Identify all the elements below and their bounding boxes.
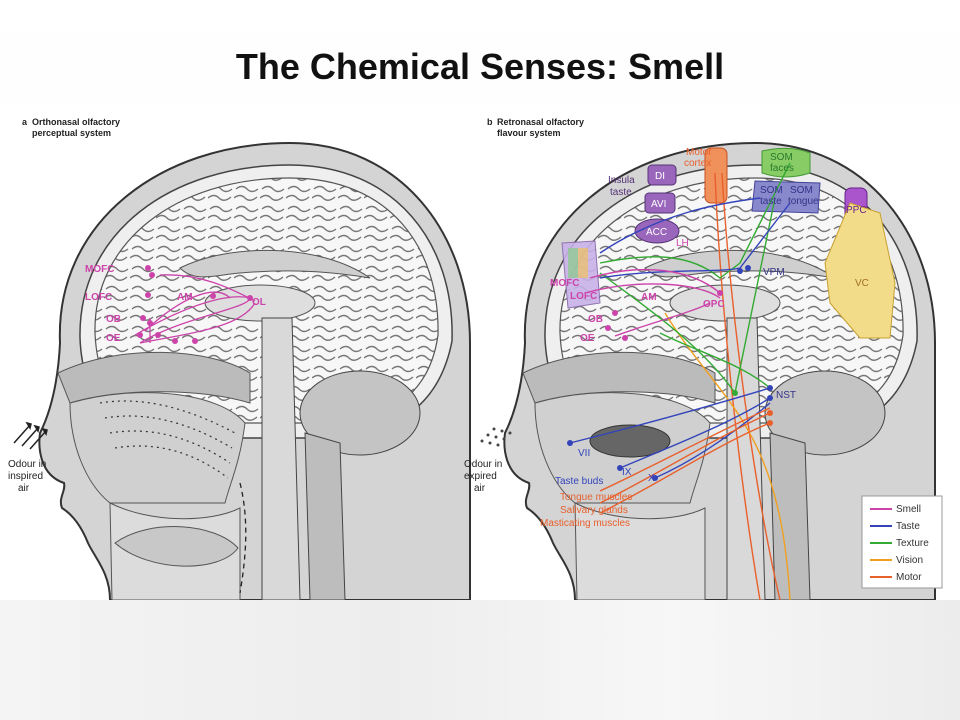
label-b-vpm: VPM (763, 267, 785, 278)
figure-image: a Orthonasal olfactory perceptual system… (0, 103, 960, 600)
panel-b-title-2: flavour system (497, 128, 561, 138)
label-b-somt-2: taste (760, 196, 782, 207)
label-b-ob: OB (588, 314, 603, 325)
panel-b-title-1: Retronasal olfactory (497, 117, 584, 127)
throat-airflow-a (239, 482, 247, 594)
label-b-di: DI (655, 171, 665, 182)
label-a-oe: OE (106, 333, 121, 344)
panel-a-title-2: perceptual system (32, 128, 111, 138)
label-b-oe: OE (580, 333, 595, 344)
label-b-taste-buds: Taste buds (555, 476, 603, 487)
label-b-motor-2: cortex (684, 158, 711, 169)
odour-b-line3: air (474, 483, 486, 494)
cerebellum-a (299, 370, 421, 456)
odour-b-line2: expired (464, 471, 497, 482)
label-b-somf-1: SOM (770, 152, 793, 163)
spine-a (304, 432, 346, 600)
odour-a-line1: Odour in (8, 459, 46, 470)
label-a-am: AM (177, 292, 193, 303)
label-b-insula-1: Insula (608, 175, 635, 186)
label-b-x: X (648, 473, 655, 484)
label-b-ix: IX (622, 467, 632, 478)
expired-air-dots (480, 427, 512, 447)
legend-label-smell: Smell (896, 504, 921, 515)
inspired-air-arrows (13, 421, 48, 450)
background-wash (0, 600, 960, 720)
smell-nodes-a (137, 265, 253, 344)
odour-b-line1: Odour in (464, 459, 502, 470)
label-b-somtg-1: SOM (790, 185, 813, 196)
label-b-somt-1: SOM (760, 185, 783, 196)
panel-b: b Retronasal olfactory flavour system Mo… (464, 117, 943, 600)
region-ofc-stripe-yellow (578, 248, 588, 278)
legend-label-texture: Texture (896, 538, 929, 549)
pathways-b (569, 162, 791, 600)
label-b-salivary: Salivary glands (560, 505, 628, 516)
slide-title: The Chemical Senses: Smell (235, 46, 725, 87)
legend-label-vision: Vision (896, 555, 923, 566)
odour-a-line3: air (18, 483, 30, 494)
label-b-somf-2: faces (770, 163, 794, 174)
oral-cavity-b (574, 502, 706, 600)
label-b-acc: ACC (646, 227, 667, 238)
pathway-nodes-b (567, 265, 773, 481)
label-b-lofc: LOFC (570, 291, 597, 302)
label-b-opc: OPC (703, 299, 725, 310)
legend-label-taste: Taste (896, 521, 920, 532)
label-a-ob: OB (106, 314, 121, 325)
label-b-mofc: MOFC (550, 278, 579, 289)
region-acc (634, 218, 680, 244)
label-a-ol: OL (252, 297, 266, 308)
label-a-lofc: LOFC (85, 292, 112, 303)
label-a-mofc: MOFC (85, 264, 114, 275)
label-b-vii: VII (578, 448, 590, 459)
label-b-tongue-muscles: Tongue muscles (560, 492, 632, 503)
label-b-somtg-2: tongue (788, 196, 819, 207)
smell-pathway-a (134, 274, 256, 344)
corpus-callosum-a (179, 249, 371, 279)
spine-b (769, 432, 811, 600)
label-b-vc: VC (855, 278, 869, 289)
legend-label-motor: Motor (896, 572, 922, 583)
label-b-am: AM (641, 292, 657, 303)
cerebellum-b (764, 370, 886, 456)
label-b-masticating: Masticating muscles (540, 518, 630, 529)
panel-a-letter: a (22, 117, 28, 127)
panel-b-letter: b (487, 117, 493, 127)
region-avi (644, 192, 676, 214)
brainstem-a (261, 317, 301, 600)
label-b-motor-1: Motor (686, 147, 712, 158)
label-b-nst: NST (776, 390, 796, 401)
region-vc (824, 202, 896, 339)
odour-a-line2: inspired (8, 471, 43, 482)
label-b-lh: LH (676, 238, 689, 249)
label-b-insula-2: taste (610, 187, 632, 198)
region-ofc-stripe-green (568, 248, 578, 278)
panel-a-title-1: Orthonasal olfactory (32, 117, 120, 127)
label-b-avi: AVI (651, 199, 666, 210)
tongue-a (114, 526, 239, 567)
region-som-faces (761, 147, 811, 178)
region-di (647, 164, 677, 186)
figure-svg: a Orthonasal olfactory perceptual system… (8, 117, 943, 600)
label-b-ppc: PPC (846, 205, 867, 216)
panel-a: a Orthonasal olfactory perceptual system… (8, 117, 471, 600)
